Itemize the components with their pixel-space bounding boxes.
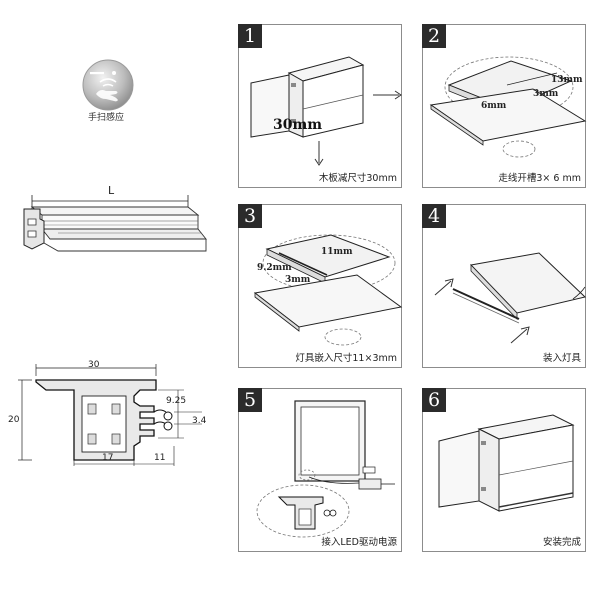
step-1-caption: 木板减尺寸30mm <box>318 173 397 184</box>
step-3-number: 3 <box>238 204 262 228</box>
dim-right-height: 9.25 <box>166 396 187 406</box>
step-3-caption: 灯具嵌入尺寸11×3mm <box>295 353 397 364</box>
step-2-callout-b: 3mm <box>533 89 559 99</box>
step-5-caption: 接入LED驱动电源 <box>321 537 397 548</box>
step-5-illustration <box>256 400 395 538</box>
step-1-illustration <box>250 56 402 166</box>
step-3-panel: 3 11mm 9.2mm 3mm 灯具嵌入尺寸11×3mm <box>238 204 403 368</box>
step-2-callout-c: 6mm <box>481 101 507 111</box>
step-2-panel: 2 13mm 3mm 6mm 走线开槽3× 6 mm <box>422 24 587 188</box>
step-1-callout: 30mm <box>273 117 323 133</box>
dim-bottom-b: 11 <box>154 453 166 463</box>
length-label: L <box>108 184 115 197</box>
hand-sweep-sensor-icon <box>82 59 134 111</box>
step-4-illustration <box>434 252 587 344</box>
step-1-panel: 1 30mm 木板减尺寸30mm <box>238 24 402 188</box>
step-2-illustration <box>429 56 587 158</box>
step-6-panel: 6 安装完成 <box>422 388 586 552</box>
dim-top: 30 <box>88 360 100 370</box>
step-2-number: 2 <box>422 24 446 48</box>
step-2-caption: 走线开槽3× 6 mm <box>498 173 581 184</box>
step-3-callout-b: 9.2mm <box>257 263 292 273</box>
step-2-callout-a: 13mm <box>551 75 583 85</box>
step-3-illustration <box>253 234 403 346</box>
step-4-number: 4 <box>422 204 446 228</box>
step-3-callout-a: 11mm <box>321 247 353 257</box>
profile-cross-section: 30 20 9.25 3.4 17 11 <box>8 360 208 470</box>
step-6-number: 6 <box>422 388 446 412</box>
step-5-number: 5 <box>238 388 262 412</box>
dim-right-small: 3.4 <box>192 416 207 426</box>
step-5-panel: 5 接入LED驱动电源 <box>238 388 402 552</box>
step-6-illustration <box>438 414 575 512</box>
dim-bottom-a: 17 <box>102 453 114 463</box>
step-4-caption: 装入灯具 <box>542 353 581 364</box>
hand-sweep-sensor: 手扫感应 <box>80 58 140 128</box>
profile-side-view: L <box>18 184 207 265</box>
step-3-callout-c: 3mm <box>285 275 311 285</box>
dim-left: 20 <box>8 415 20 425</box>
step-1-number: 1 <box>238 24 262 48</box>
step-6-caption: 安装完成 <box>542 537 581 548</box>
step-4-panel: 4 装入灯具 <box>422 204 587 368</box>
sensor-label: 手扫感应 <box>88 113 125 123</box>
